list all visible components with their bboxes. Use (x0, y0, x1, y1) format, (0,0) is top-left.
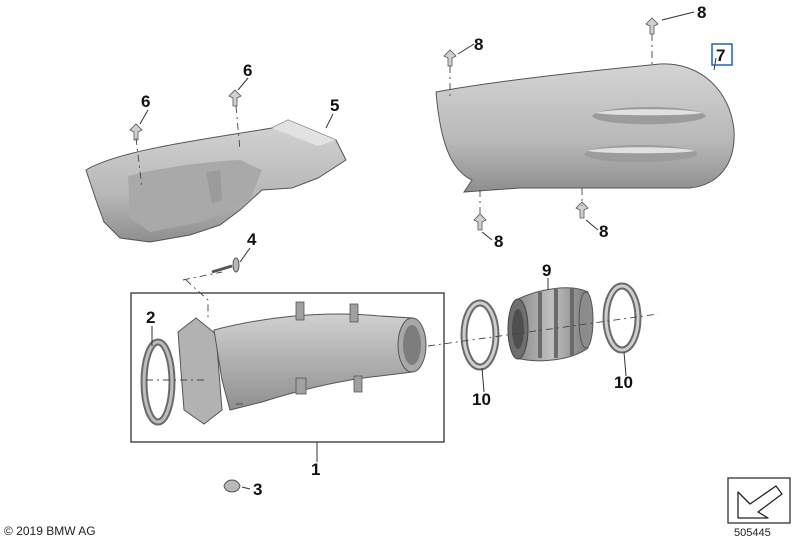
bellows-9 (507, 287, 594, 362)
clamp-ring-10-right (602, 282, 642, 354)
callout-7-highlight (711, 43, 733, 66)
diagram-number: 505445 (734, 527, 771, 539)
assembly-box-1 (130, 292, 445, 443)
cover-large (435, 63, 735, 193)
assembly-axes (135, 34, 659, 405)
copyright-text: © 2019 BMW AG (4, 524, 96, 538)
navigation-arrow-box[interactable] (727, 477, 791, 524)
trim-cover-left (85, 119, 347, 243)
rivets-6 (129, 89, 242, 141)
callout-8-bottom-left[interactable]: 8 (494, 232, 503, 251)
callout-9[interactable]: 9 (542, 261, 551, 280)
callout-7[interactable]: 7 (716, 46, 725, 65)
callout-8-top-left[interactable]: 8 (474, 35, 483, 54)
callout-2[interactable]: 2 (146, 308, 155, 327)
callout-6-left[interactable]: 6 (141, 92, 150, 111)
screw-4 (211, 257, 240, 274)
callout-5[interactable]: 5 (330, 96, 339, 115)
callout-10-left[interactable]: 10 (472, 390, 491, 409)
callout-6-right[interactable]: 6 (243, 61, 252, 80)
intake-duct (177, 301, 427, 425)
rivets-8 (443, 17, 659, 231)
clamp-ring-2 (140, 338, 176, 426)
callout-8-bottom-right[interactable]: 8 (599, 222, 608, 241)
clip-3 (223, 479, 241, 493)
callout-4[interactable]: 4 (247, 230, 257, 249)
leader-lines (139, 11, 717, 490)
callout-3[interactable]: 3 (253, 480, 262, 499)
callout-10-right[interactable]: 10 (614, 373, 633, 392)
callout-8-top-right[interactable]: 8 (697, 3, 706, 22)
clamp-ring-10-left (460, 299, 500, 371)
arrow-icon (737, 485, 783, 519)
callout-1[interactable]: 1 (311, 460, 320, 479)
